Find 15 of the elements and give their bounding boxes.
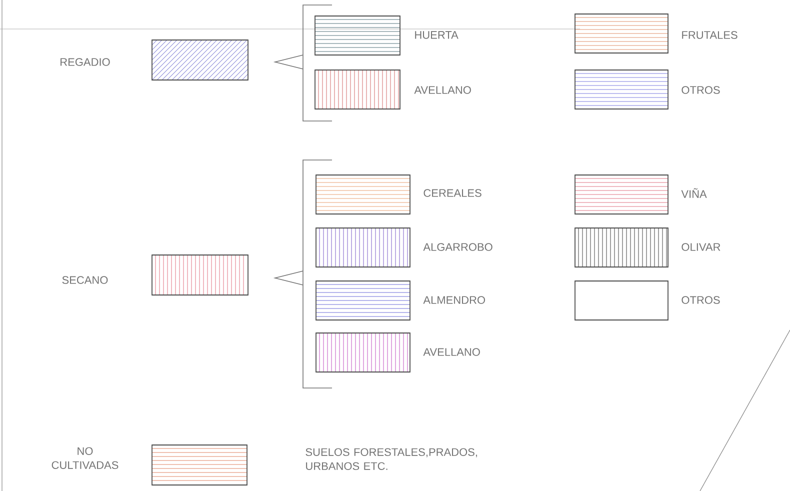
legend-label: REGADIO bbox=[60, 58, 110, 66]
legend-label: VIÑA bbox=[681, 188, 707, 198]
legend-label: AVELLANO bbox=[423, 348, 480, 356]
note-text: SUELOS FORESTALES,PRADOS, URBANOS ETC. bbox=[306, 448, 478, 470]
legend-label: AVELLANO bbox=[414, 86, 471, 94]
legend-label: NO CULTIVADAS bbox=[52, 447, 118, 469]
legend-label: SECANO bbox=[62, 276, 108, 284]
legend-label: FRUTALES bbox=[682, 31, 738, 39]
legend-label: OLIVAR bbox=[682, 243, 720, 251]
legend-label: OTROS bbox=[682, 296, 720, 304]
legend-label: ALMENDRO bbox=[423, 296, 486, 304]
legend-label: ALGARROBO bbox=[423, 243, 492, 251]
legend-label: CEREALES bbox=[424, 189, 482, 197]
legend-label: OTROS bbox=[682, 86, 720, 94]
legend-label: HUERTA bbox=[415, 31, 458, 39]
